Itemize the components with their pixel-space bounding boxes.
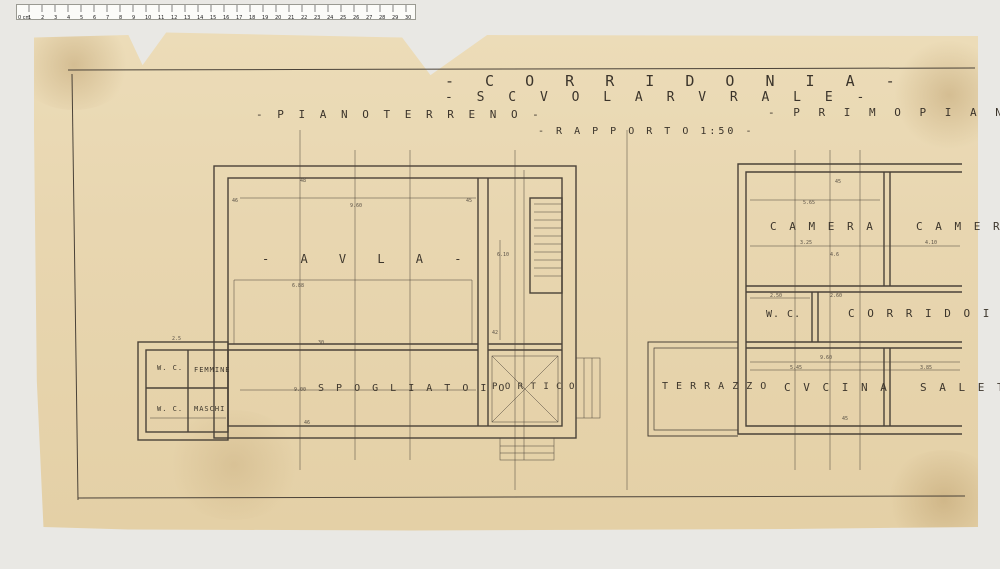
- room-cucina: C V C I N A: [784, 381, 890, 394]
- room-portico: P O R T I C O: [492, 382, 576, 392]
- dim-label: 45: [835, 179, 842, 185]
- ruler-tick-label: 18: [249, 15, 255, 21]
- ruler-tick-label: 30: [405, 15, 411, 21]
- scale-label: - R A P P O R T O 1:50 -: [538, 126, 755, 137]
- drawing-subtitle: - S C V O L A R V R A L E -: [445, 90, 873, 105]
- dim-label: 9.60: [350, 203, 363, 209]
- ruler-tick-label: 15: [210, 15, 216, 21]
- drawing-title: - C O R R I D O N I A -: [445, 72, 906, 90]
- ruler-tick-label: 20: [275, 15, 281, 21]
- dim-label: 9.00: [294, 387, 307, 393]
- room-wc-maschi: W. C.: [157, 405, 184, 413]
- room-camera-2: C A M E R: [916, 220, 1000, 233]
- dim-label: 6.88: [292, 283, 305, 289]
- dim-label: 2.5: [172, 336, 182, 342]
- first-floor-heading: - P R I M O P I A N O: [768, 106, 1000, 119]
- dim-label: 2.60: [830, 293, 843, 299]
- ruler-unit-label: 0 cm: [18, 15, 31, 21]
- room-terrazzo: T E R R A Z Z O: [662, 381, 768, 392]
- dim-label: 4.10: [925, 240, 938, 246]
- first-floor-plan: [647, 163, 962, 437]
- room-wc-femmine: W. C.: [157, 364, 184, 372]
- ground-floor-plan: [137, 165, 577, 441]
- dim-label: 46: [304, 420, 311, 426]
- ruler-tick-label: 24: [327, 15, 333, 21]
- dim-label: 45: [466, 198, 473, 204]
- label-femmine: FEMMINE: [194, 366, 231, 374]
- dim-label: 42: [492, 330, 499, 336]
- room-spogliatoio: S P O G L I A T O I O: [318, 383, 508, 394]
- dim-label: 3.25: [800, 240, 813, 246]
- ruler-tick-label: 28: [379, 15, 385, 21]
- room-saletta: S A L E T: [920, 381, 1000, 394]
- ruler-tick-label: 26: [353, 15, 359, 21]
- room-aula: - A V L A -: [262, 252, 474, 266]
- ruler-tick-label: 14: [197, 15, 203, 21]
- dim-label: 48: [300, 178, 307, 184]
- dim-label: 4.6: [830, 252, 840, 258]
- ruler-tick-label: 5: [80, 15, 83, 21]
- ruler-tick-label: 17: [236, 15, 242, 21]
- dim-label: 5.65: [803, 200, 816, 206]
- ruler-tick-label: 11: [158, 15, 164, 21]
- ruler-tick-label: 12: [171, 15, 177, 21]
- ruler-tick-label: 10: [145, 15, 151, 21]
- ruler-tick-label: 7: [106, 15, 109, 21]
- ruler-tick-label: 27: [366, 15, 372, 21]
- ground-floor-heading: - P I A N O T E R R E N O -: [256, 108, 543, 121]
- ruler-tick-label: 9: [132, 15, 135, 21]
- dim-label: 45: [842, 416, 849, 422]
- ruler-tick-label: 21: [288, 15, 294, 21]
- dim-label: 6.10: [497, 252, 510, 258]
- ruler-tick-label: 25: [340, 15, 346, 21]
- ruler-tick-label: 6: [93, 15, 96, 21]
- ruler-tick-label: 2: [41, 15, 44, 21]
- ruler-tick-label: 22: [301, 15, 307, 21]
- ruler-tick-label: 29: [392, 15, 398, 21]
- ruler-tick-label: 1: [28, 15, 31, 21]
- label-maschi: MASCHI: [194, 405, 226, 413]
- ruler-tick-label: 19: [262, 15, 268, 21]
- ruler-tick-label: 3: [54, 15, 57, 21]
- dim-label: 2.50: [770, 293, 783, 299]
- dim-label: 46: [232, 198, 239, 204]
- ruler-tick-label: 23: [314, 15, 320, 21]
- room-wc: W. C.: [766, 309, 802, 320]
- dim-label: 3.85: [920, 365, 933, 371]
- dim-label: 5.45: [790, 365, 803, 371]
- ruler-tick-label: 13: [184, 15, 190, 21]
- room-camera-1: C A M E R A: [770, 220, 876, 233]
- drawing-sheet: [34, 32, 978, 531]
- dim-label: 30: [318, 340, 325, 346]
- dim-label: 9.60: [820, 355, 833, 361]
- ruler-tick-label: 8: [119, 15, 122, 21]
- room-corridoio: C O R R I D O I O: [848, 307, 1000, 320]
- ruler-tick-label: 4: [67, 15, 70, 21]
- ruler-tick-label: 16: [223, 15, 229, 21]
